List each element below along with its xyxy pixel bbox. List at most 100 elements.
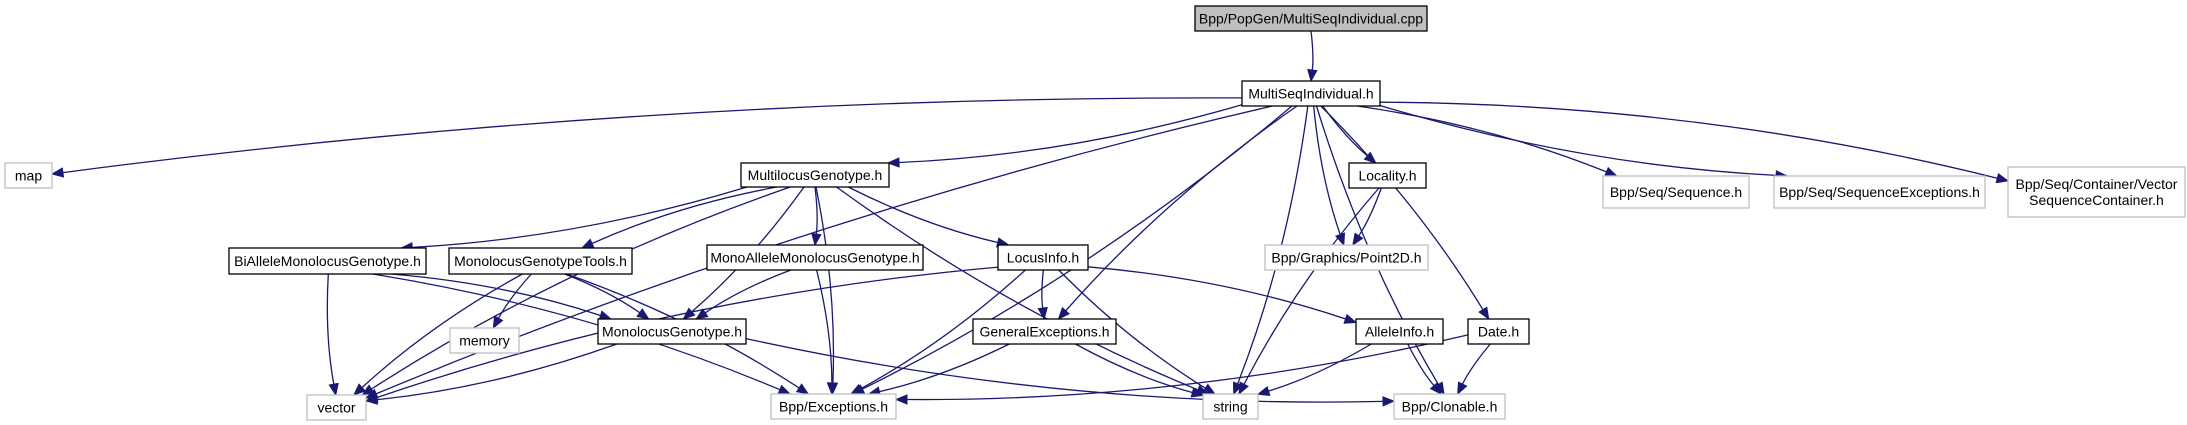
node-box [740,162,890,188]
arrowhead-msi-to-map [50,167,65,178]
edge-msi-to-vsc [1379,101,1998,179]
node-label: Bpp/Clonable.h [1402,399,1498,415]
arrowhead-msi-to-vsc [1995,173,2010,184]
edge-mlg-to-biallele [412,186,748,249]
node-label: MultiSeqIndividual.h [1248,86,1373,102]
node-locality[interactable]: Locality.h [1348,162,1427,189]
edge-locality-to-point2d [1358,187,1382,237]
arrowhead-msi-to-date [1478,306,1490,321]
arrowhead-msi-to-sequence [1604,166,1618,177]
edge-tools-to-memory [497,273,532,319]
node-alleleinfo[interactable]: AlleleInfo.h [1355,318,1444,345]
node-label: SequenceContainer.h [2029,192,2164,208]
node-label: Bpp/Seq/Sequence.h [1610,184,1742,200]
node-label: Bpp/Seq/Container/Vector [2016,176,2178,192]
arrowhead-genexc-to-string [1190,387,1205,398]
arrowhead-monoallele-to-exceptions [826,382,838,396]
node-box [1355,318,1444,345]
node-label: GeneralExceptions.h [980,324,1110,340]
edge-msi-to-seqexc [1379,104,1777,177]
node-mg[interactable]: MonolocusGenotype.h [597,318,747,345]
edge-mlg-to-locusinfo [847,186,998,244]
node-label: MonolocusGenotypeTools.h [454,253,627,269]
node-mlg[interactable]: MultilocusGenotype.h [740,162,890,188]
node-box [1773,175,1986,209]
node-box [1348,162,1427,189]
edge-locusinfo-to-exceptions [860,269,1026,390]
node-label: memory [459,333,510,349]
node-cpp[interactable]: Bpp/PopGen/MultiSeqIndividual.cpp [1194,5,1428,32]
node-label: MonoAlleleMonolocusGenotype.h [710,250,919,266]
edge-mlg-to-monoallele [814,186,818,235]
node-box [448,247,633,275]
arrowhead-locality-to-point2d [1352,232,1364,247]
node-label: MultilocusGenotype.h [748,167,883,183]
node-label: Locality.h [1358,168,1416,184]
node-vector: vector [306,394,367,421]
node-msi[interactable]: MultiSeqIndividual.h [1241,80,1381,107]
node-box [2007,166,2186,218]
edge-locusinfo-to-vector [376,266,999,399]
node-tools[interactable]: MonolocusGenotypeTools.h [448,247,633,275]
node-label: Bpp/Exceptions.h [779,399,888,415]
node-box [997,244,1089,271]
edge-cpp-to-msi [1310,30,1314,71]
edge-biallele-to-exceptions [372,273,781,391]
edge-alleleinfo-to-string [1268,343,1372,392]
arrowhead-locality-to-string [1238,381,1249,396]
arrowhead-date-to-clonable [1457,381,1468,396]
node-memory: memory [449,327,520,354]
edge-msi-to-point2d [1313,105,1341,235]
edge-locusinfo-to-genexc [1041,269,1044,309]
arrowhead-tools-to-memory [492,315,504,330]
node-map: map [4,162,53,189]
edge-tools-to-mg [564,273,641,314]
node-box [972,318,1117,345]
edge-msi-to-mlg [898,104,1243,164]
edge-mlg-to-tools [591,186,777,245]
node-label: Bpp/PopGen/MultiSeqIndividual.cpp [1199,11,1423,27]
node-box [1467,318,1530,345]
node-string: string [1202,393,1259,420]
node-label: AlleleInfo.h [1365,324,1434,340]
edge-genexc-to-exceptions [879,343,1010,393]
node-box [1602,175,1750,209]
edge-msi-to-sequence [1357,105,1607,173]
node-label: BiAlleleMonolocusGenotype.h [234,253,421,269]
node-box [1202,393,1259,420]
arrowhead-locusinfo-to-string [1202,383,1216,395]
edge-mg-to-clonable [745,337,1384,403]
node-box [228,247,427,275]
arrowhead-alleleinfo-to-string [1256,385,1271,396]
edge-mlg-to-vector [371,186,791,390]
node-label: MonolocusGenotype.h [602,324,742,340]
node-vsc: Bpp/Seq/Container/VectorSequenceContaine… [2007,166,2186,218]
node-biallele[interactable]: BiAlleleMonolocusGenotype.h [228,247,427,275]
arrowhead-date-to-exceptions [894,394,908,405]
arrowhead-tools-to-exceptions [795,383,810,395]
edge-biallele-to-vector [326,273,335,385]
node-monoallele[interactable]: MonoAlleleMonolocusGenotype.h [706,244,924,271]
edge-date-to-clonable [1461,343,1491,385]
node-seqexc: Bpp/Seq/SequenceExceptions.h [1773,175,1986,209]
node-label: Bpp/Seq/SequenceExceptions.h [1779,184,1980,200]
node-locusinfo[interactable]: LocusInfo.h [997,244,1089,271]
arrowhead-alleleinfo-to-clonable [1429,381,1443,396]
node-box [597,318,747,345]
edge-mg-to-vector [376,343,618,401]
node-exceptions: Bpp/Exceptions.h [770,393,897,420]
node-genexc[interactable]: GeneralExceptions.h [972,318,1117,345]
arrowhead-mlg-to-monoallele [811,232,822,247]
node-date[interactable]: Date.h [1467,318,1530,345]
edge-msi-to-date [1320,105,1484,310]
edge-genexc-to-string [1075,343,1193,394]
arrowhead-mg-to-clonable [1382,396,1396,407]
edge-alleleinfo-to-clonable [1407,343,1435,387]
edges-layer [50,30,2010,407]
node-box [4,162,53,189]
node-box [1264,244,1429,271]
arrowhead-mg-to-vector [364,394,378,405]
arrowhead-tools-to-vector [352,383,366,396]
edge-date-to-exceptions [906,334,1469,401]
